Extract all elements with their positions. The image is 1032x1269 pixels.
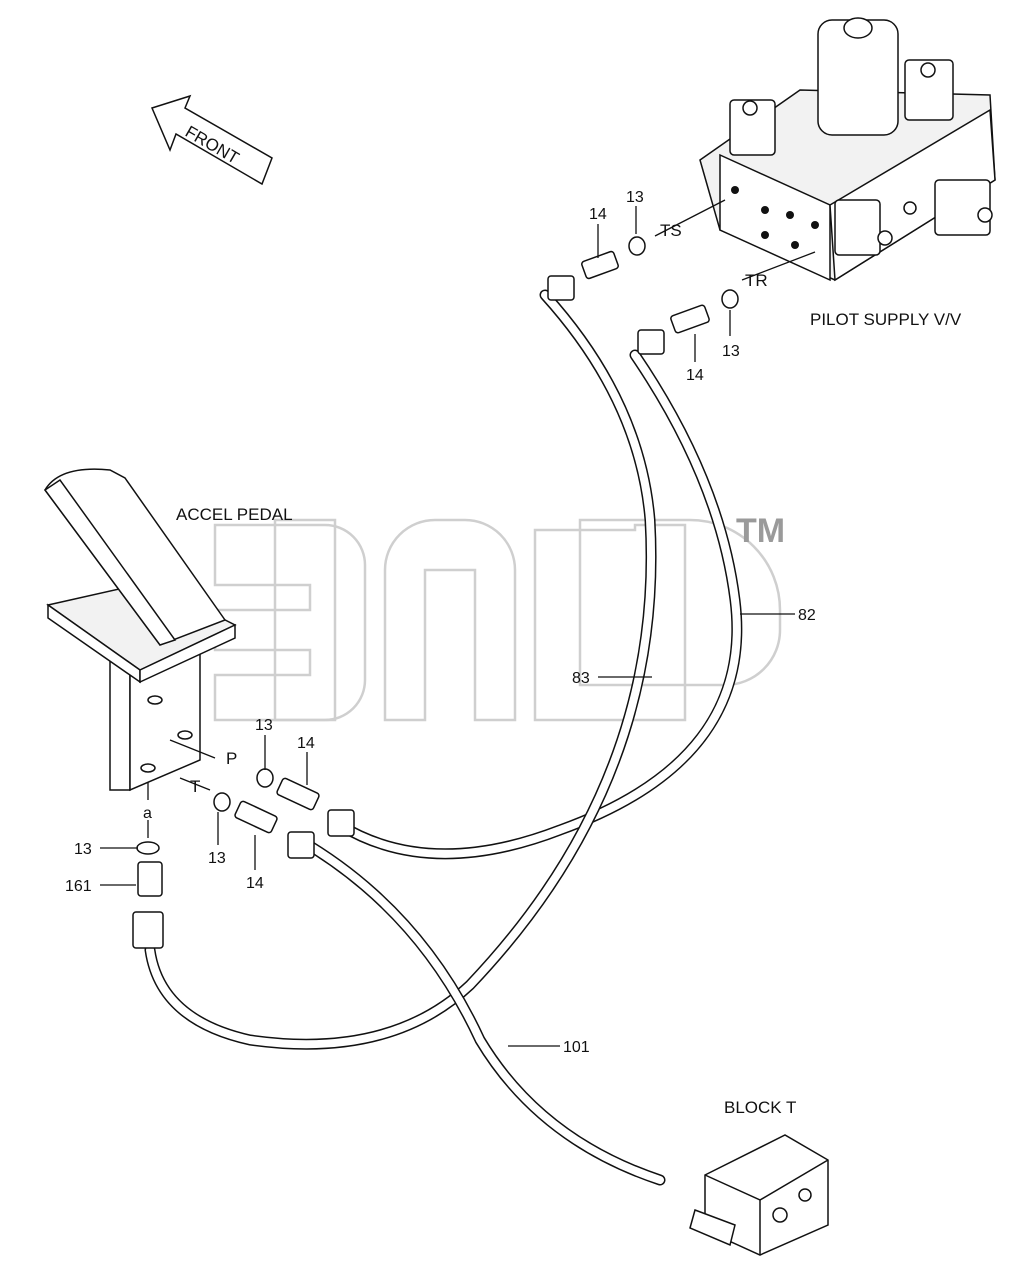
callout-13-ts: 13 (626, 189, 644, 206)
accel-pedal-label: ACCEL PEDAL (176, 505, 293, 524)
watermark-tm: TM (736, 512, 785, 550)
hose-82 (334, 349, 743, 860)
callout-14-t: 14 (246, 875, 264, 892)
callout-13-t: 13 (208, 850, 226, 867)
callout-13-a: 13 (74, 841, 92, 858)
accel-pedal (43, 468, 237, 792)
fitting-t (213, 792, 315, 859)
fitting-tr (637, 289, 739, 355)
leader-lines (100, 199, 816, 1047)
callout-14-tr: 14 (686, 367, 704, 384)
callout-13-p: 13 (255, 717, 273, 734)
callout-161: 161 (65, 878, 92, 895)
callout-83: 83 (572, 670, 590, 687)
port-p-label: P (226, 749, 237, 768)
hose-101 (294, 834, 666, 1186)
callout-13-tr: 13 (722, 343, 740, 360)
fitting-ts (547, 236, 646, 301)
callout-14-p: 14 (297, 735, 315, 752)
port-a-label: a (143, 805, 152, 822)
fitting-p (256, 768, 355, 837)
front-arrow-icon: FRONT (150, 94, 273, 186)
port-ts-label: TS (660, 221, 682, 240)
callout-101: 101 (563, 1039, 590, 1056)
callout-82: 82 (798, 607, 816, 624)
pilot-supply-label: PILOT SUPPLY V/V (810, 310, 962, 329)
watermark-logo: TM (213, 512, 785, 722)
callout-14-ts: 14 (589, 206, 607, 223)
block-t (689, 1134, 829, 1256)
port-tr-label: TR (745, 271, 768, 290)
block-t-label: BLOCK T (724, 1098, 796, 1117)
port-t-label: T (190, 777, 200, 796)
pilot-supply-valve (699, 17, 996, 282)
fitting-a (132, 841, 164, 949)
hose-83 (144, 289, 657, 1050)
